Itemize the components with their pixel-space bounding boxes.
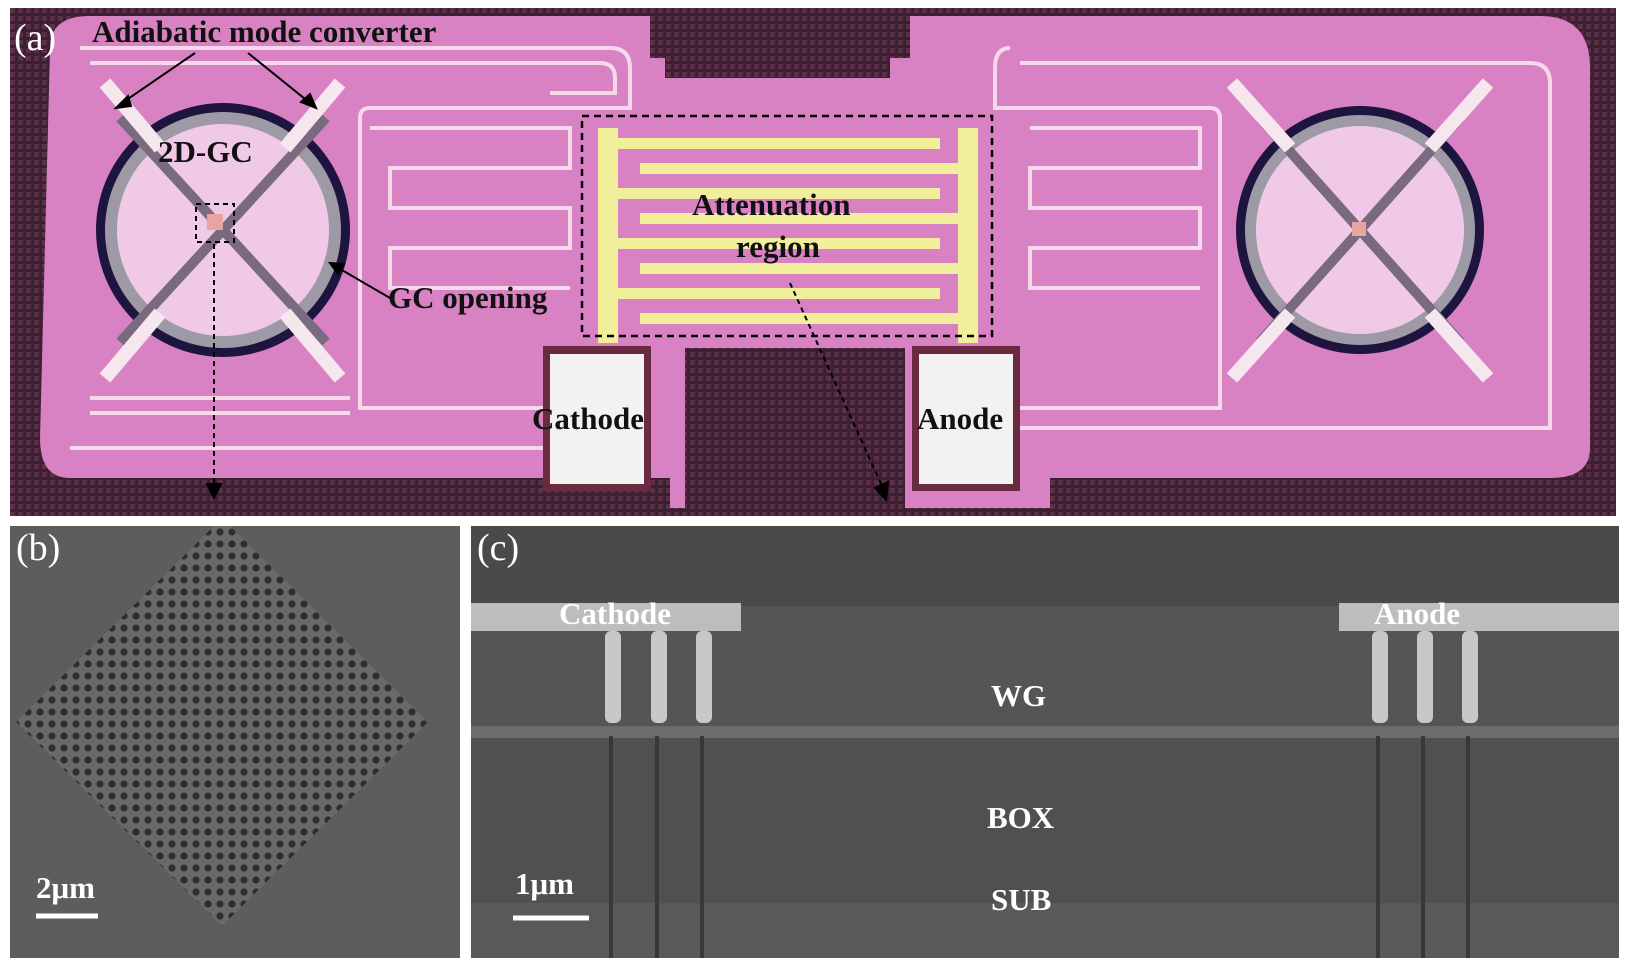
anode-label-c: Anode [1374, 596, 1461, 631]
cathode-pad [543, 346, 651, 491]
panel-label-b: (b) [16, 527, 61, 569]
box-label: BOX [987, 800, 1055, 835]
box-layer [471, 738, 1619, 903]
attenuation-label-line2: region [736, 229, 820, 264]
anode-pad [912, 346, 1020, 491]
attenuation-label-line1: Attenuation [692, 187, 851, 222]
cathode-label-c: Cathode [559, 596, 671, 631]
micrograph-panel: (a) Adiabatic mode converter 2D-GC GC op… [10, 8, 1616, 516]
mode-converter-label: Adiabatic mode converter [92, 14, 437, 49]
cathode-label-a: Cathode [532, 401, 644, 436]
substrate-label: SUB [991, 882, 1052, 917]
waveguide-label: WG [991, 678, 1047, 713]
anode-label-a: Anode [917, 401, 1004, 436]
hole-array [10, 526, 460, 958]
annotation-arrows [113, 52, 890, 503]
panel-label-a: (a) [14, 17, 57, 59]
substrate-layer [471, 903, 1619, 958]
anode-metal [1339, 603, 1619, 631]
right-grating-coupler [1226, 78, 1494, 383]
gc-opening-label: GC opening [388, 280, 548, 315]
diamond-grating [16, 526, 428, 926]
cross-section-image [471, 526, 1619, 958]
scale-bar-label-b: 2μm [36, 870, 95, 905]
grating-sem-panel: (b) 2μm [10, 526, 460, 958]
chip-body [40, 16, 1590, 508]
waveguide-layer [471, 726, 1619, 738]
panel-label-c: (c) [477, 527, 520, 569]
grating-coupler-label: 2D-GC [158, 134, 253, 169]
scale-bar-label-c: 1μm [515, 866, 574, 901]
chip-micrograph [10, 8, 1616, 516]
cross-section-panel: (c) Cathode Anode WG BOX SUB 1μm [471, 526, 1619, 958]
left-grating-coupler [96, 78, 350, 383]
cathode-metal [471, 603, 741, 631]
